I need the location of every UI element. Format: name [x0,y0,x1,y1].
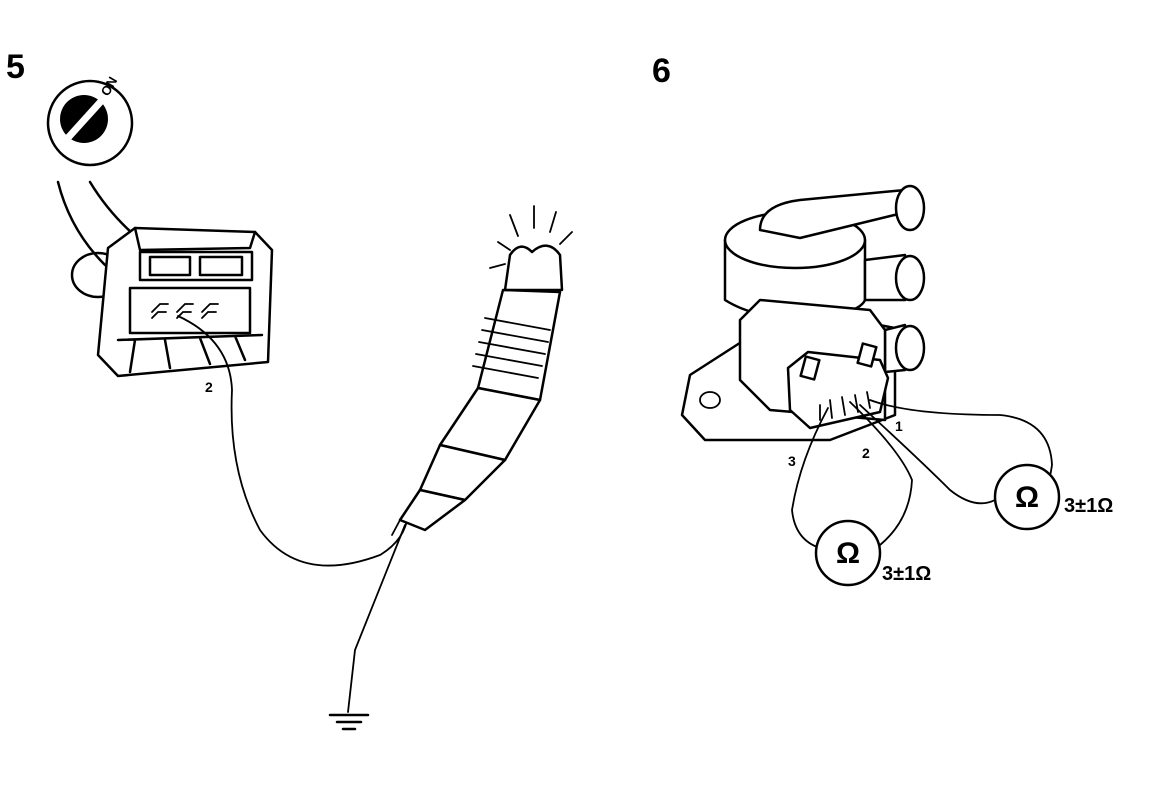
figure-6-number: 6 [652,52,671,90]
ground-symbol-icon [328,713,370,731]
probe-wire-2-a [849,401,913,546]
pin-2-label-fig6: 2 [862,445,870,461]
ignition-switch-icon: ON [46,74,134,167]
svg-text:Ω: Ω [1015,481,1039,514]
pin-1-label: 1 [895,418,903,434]
test-wire [177,315,409,567]
svg-text:Ω: Ω [836,537,860,570]
ground-wire [347,524,406,713]
probe-wire-2-b [859,404,996,505]
ohmmeter-icon: Ω [993,463,1061,531]
ohmmeter-icon: Ω [814,519,882,587]
resistance-reading: 3±1Ω [1064,495,1113,517]
solenoid-valve-icon [680,184,926,442]
harness-wire [56,180,107,267]
pin-2-label: 2 [205,379,213,395]
test-lamp-icon [391,205,573,536]
connector-body [96,226,274,378]
probe-wire-3 [791,407,829,549]
pin-3-label: 3 [788,453,796,469]
figure-5-number: 5 [6,48,25,86]
resistance-reading: 3±1Ω [882,563,931,585]
